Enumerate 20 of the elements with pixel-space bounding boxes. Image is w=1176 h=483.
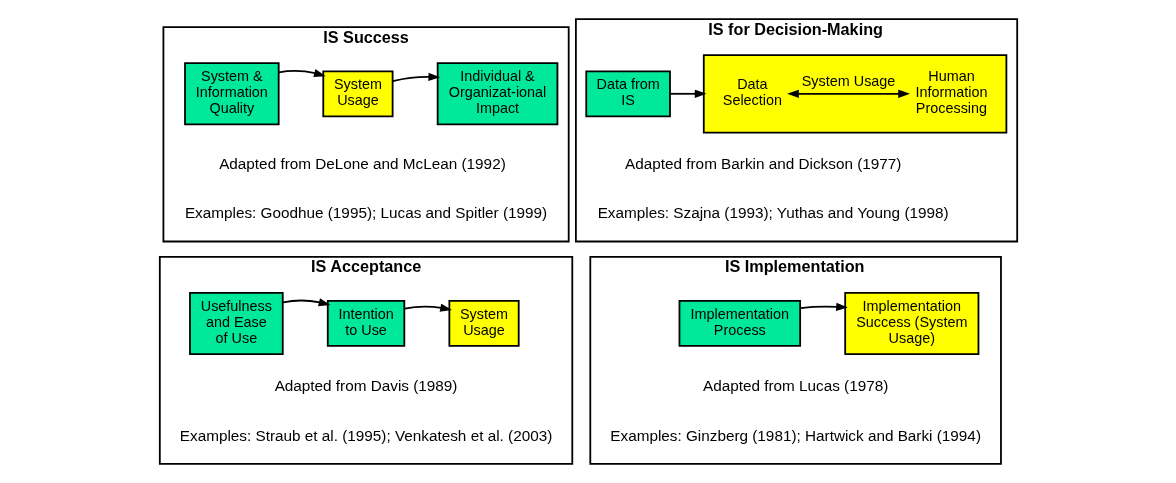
node-box: System Usage bbox=[321, 70, 393, 118]
edge-label: System Usage bbox=[801, 73, 895, 90]
node-box: Intention to Use bbox=[326, 300, 405, 347]
node-box: Individual & Organizat-ional Impact bbox=[436, 62, 558, 126]
node-box: Implementation Success (System Usage) bbox=[843, 291, 979, 355]
cluster bbox=[702, 54, 1007, 134]
node-box: System Usage bbox=[447, 300, 520, 347]
node-box: Data from IS bbox=[584, 70, 671, 118]
arrow bbox=[403, 303, 452, 312]
node-text: Human Information Processing bbox=[914, 68, 987, 117]
node-box: Usefulness and Ease of Use bbox=[188, 291, 284, 355]
arrow bbox=[668, 89, 706, 98]
arrow bbox=[786, 89, 910, 98]
arrow bbox=[281, 298, 330, 307]
arrow bbox=[798, 302, 848, 311]
node-box: System & Information Quality bbox=[183, 62, 280, 126]
node-box: Implementation Process bbox=[678, 300, 801, 347]
node-text: Data Selection bbox=[722, 76, 782, 109]
arrow bbox=[277, 69, 326, 77]
arrow bbox=[391, 72, 440, 83]
